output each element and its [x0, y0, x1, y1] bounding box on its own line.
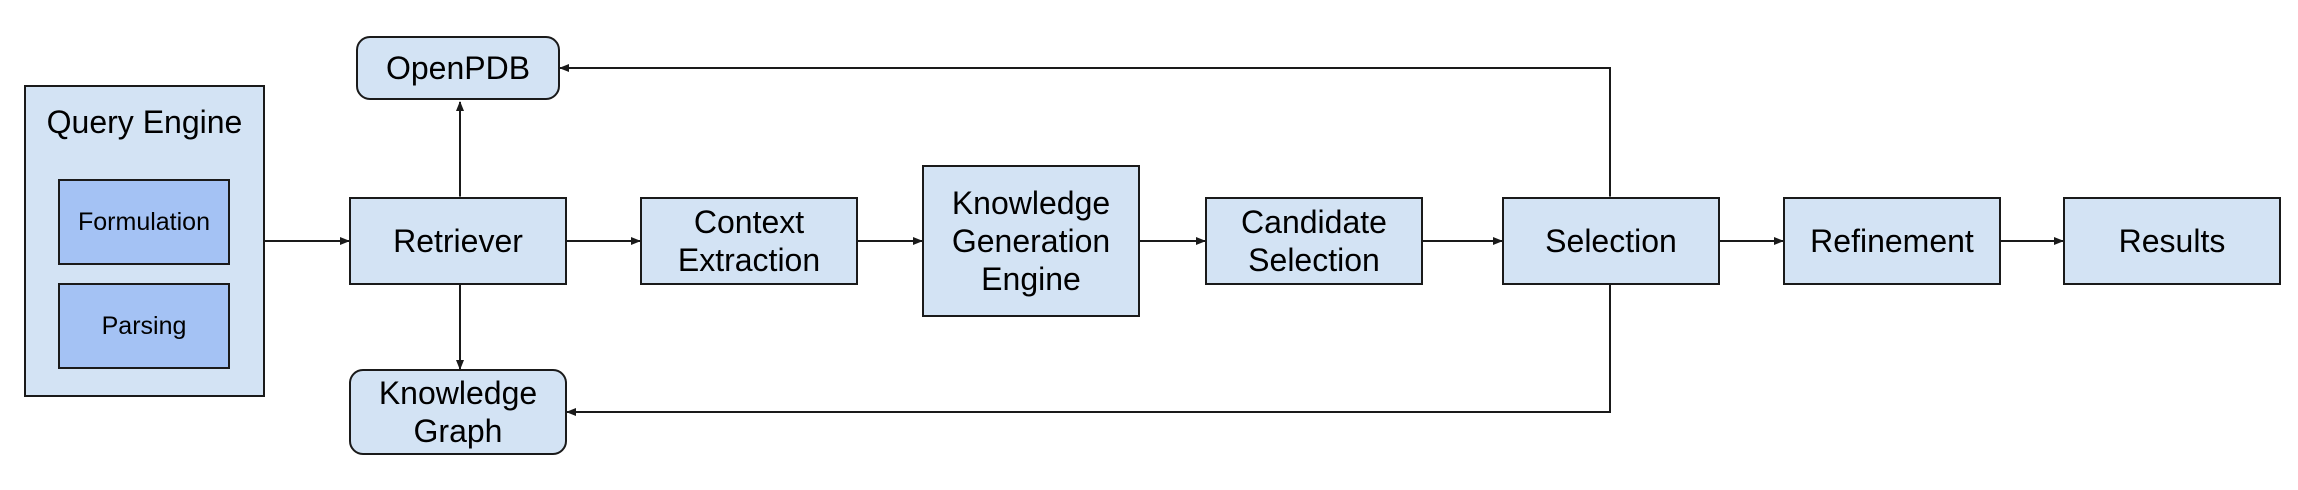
query-engine-label: Query Engine — [46, 104, 243, 140]
formulation-label: Formulation — [78, 208, 210, 236]
knowledge-generation-engine-label: Knowledge Generation Engine — [951, 185, 1111, 297]
candidate-selection-node: Candidate Selection — [1205, 197, 1423, 285]
refinement-node: Refinement — [1783, 197, 2001, 285]
parsing-node: Parsing — [58, 283, 230, 369]
knowledge-graph-node: Knowledge Graph — [349, 369, 567, 455]
refinement-label: Refinement — [1810, 223, 1974, 259]
retriever-node: Retriever — [349, 197, 567, 285]
openpdb-node: OpenPDB — [356, 36, 560, 100]
selection-node: Selection — [1502, 197, 1720, 285]
knowledge-generation-engine-node: Knowledge Generation Engine — [922, 165, 1140, 317]
openpdb-label: OpenPDB — [385, 50, 531, 86]
retriever-label: Retriever — [393, 223, 523, 259]
results-node: Results — [2063, 197, 2281, 285]
parsing-label: Parsing — [101, 312, 187, 340]
results-label: Results — [2118, 223, 2226, 259]
selection-label: Selection — [1545, 223, 1677, 259]
edge-selection-knowledge-graph — [566, 276, 1614, 416]
knowledge-graph-label: Knowledge Graph — [378, 375, 538, 449]
context-extraction-label: Context Extraction — [677, 204, 821, 278]
formulation-node: Formulation — [58, 179, 230, 265]
edge-openpdb-selection — [559, 64, 1614, 205]
candidate-selection-label: Candidate Selection — [1241, 204, 1387, 278]
context-extraction-node: Context Extraction — [640, 197, 858, 285]
